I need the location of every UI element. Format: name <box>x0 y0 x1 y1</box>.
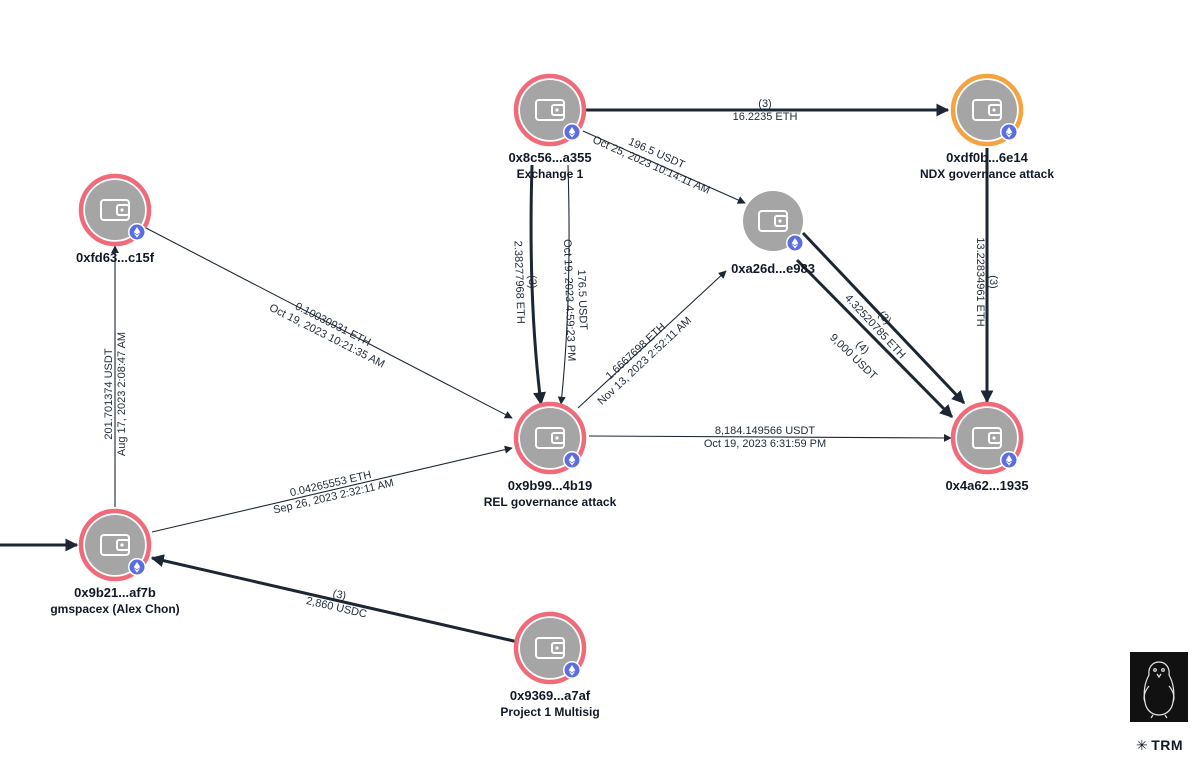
edge-n4-to-n6[interactable] <box>801 231 966 405</box>
node-name: gmspacex (Alex Chon) <box>50 602 179 616</box>
wallet-icon <box>535 427 565 449</box>
node-address: 0x9b99...4b19 <box>508 478 593 493</box>
trm-brand: ✳TRM <box>1136 737 1183 754</box>
edge-label-line1: 176.5 USDT <box>575 269 589 330</box>
edge-n4-to-n6[interactable] <box>795 258 954 419</box>
penguin-logo-icon <box>1130 652 1188 722</box>
edge-label-line1: 201.701374 USDT <box>103 348 115 439</box>
ethereum-badge-icon <box>1000 123 1018 141</box>
edge-label: (3)16.2235 ETH <box>733 98 798 123</box>
node-circle <box>743 191 803 251</box>
edge-n1-to-n5[interactable] <box>557 164 570 405</box>
wallet-node[interactable]: 0xfd63...c15f <box>76 173 155 265</box>
node-address: 0x8c56...a355 <box>508 150 591 165</box>
edge-n8-to-n7[interactable] <box>150 554 519 644</box>
wallet-icon <box>758 210 788 232</box>
node-address: 0x9369...a7af <box>510 688 591 703</box>
wallet-icon <box>100 534 130 556</box>
ethereum-badge-icon <box>786 234 804 252</box>
edge-label-line1: 8,184.149566 USDT <box>715 425 816 437</box>
edge-label-line2: Nov 13, 2023 2:52:11 AM <box>596 315 694 408</box>
wallet-node[interactable]: 0x4a62...1935 <box>945 401 1029 493</box>
wallet-node[interactable]: 0xa26d...e983 <box>731 191 815 276</box>
node-address: 0xdf0b...6e14 <box>946 150 1028 165</box>
wallet-icon <box>535 99 565 121</box>
ethereum-badge-icon <box>563 123 581 141</box>
edge-n3-to-n5[interactable] <box>145 227 513 419</box>
asterisk-icon: ✳ <box>1136 737 1149 753</box>
node-circle <box>85 180 145 240</box>
wallet-icon <box>972 427 1002 449</box>
ethereum-badge-icon <box>128 223 146 241</box>
edge-label-line2: 16.2235 ETH <box>733 111 798 123</box>
node-circle <box>957 408 1017 468</box>
wallet-icon <box>100 199 130 221</box>
edge-label-line1: (3) <box>758 98 771 110</box>
edges-layer <box>0 103 994 644</box>
edge-label-line2: 2.38277968 ETH <box>512 240 527 324</box>
node-name: Exchange 1 <box>517 167 584 181</box>
node-name: Project 1 Multisig <box>500 705 599 719</box>
edge-n1-to-n4[interactable] <box>582 130 746 204</box>
edge-label-line2: Oct 25, 2023 10:14:11 AM <box>591 134 712 197</box>
wallet-node[interactable]: 0x9b21...af7b gmspacex (Alex Chon) <box>50 508 180 616</box>
ethereum-badge-icon <box>563 661 581 679</box>
edge-label-line1: (3) <box>331 588 347 603</box>
node-name: NDX governance attack <box>920 167 1054 181</box>
edge-label-line1: (3) <box>526 275 538 289</box>
ethereum-badge-icon <box>128 558 146 576</box>
edge-n7-to-n5[interactable] <box>151 445 513 533</box>
edge-n1-to-n5[interactable] <box>529 164 546 406</box>
edge-n5-to-n4[interactable] <box>577 270 727 409</box>
node-circle <box>957 80 1017 140</box>
edge-label-line2: Oct 19, 2023 4:59:23 PM <box>561 239 577 362</box>
node-address: 0x4a62...1935 <box>945 478 1028 493</box>
edge-label: (3)13.22834961 ETH <box>974 237 999 326</box>
node-address: 0xa26d...e983 <box>731 261 815 276</box>
wallet-icon <box>535 637 565 659</box>
edge-label-line1: (3) <box>987 275 999 288</box>
edge-label-line2: 9,000 USDT <box>827 332 879 383</box>
edge-label-line2: Oct 19, 2023 6:31:59 PM <box>704 438 826 450</box>
edge-label-line2: Aug 17, 2023 2:08:47 AM <box>116 332 128 456</box>
node-circle <box>520 80 580 140</box>
ethereum-badge-icon <box>1000 451 1018 469</box>
wallet-icon <box>972 99 1002 121</box>
node-circle <box>85 515 145 575</box>
node-circle <box>520 408 580 468</box>
node-name: REL governance attack <box>484 495 617 509</box>
edge-n5-to-n6[interactable] <box>588 433 952 442</box>
node-address: 0xfd63...c15f <box>76 250 155 265</box>
node-circle <box>520 618 580 678</box>
edge-label: (3)2.38277968 ETH <box>512 240 539 324</box>
edge-label-line2: 13.22834961 ETH <box>974 237 986 326</box>
brand-text: TRM <box>1151 737 1184 753</box>
node-address: 0x9b21...af7b <box>74 585 156 600</box>
ethereum-badge-icon <box>563 451 581 469</box>
edge-label: (3)2,860 USDC <box>305 588 368 621</box>
